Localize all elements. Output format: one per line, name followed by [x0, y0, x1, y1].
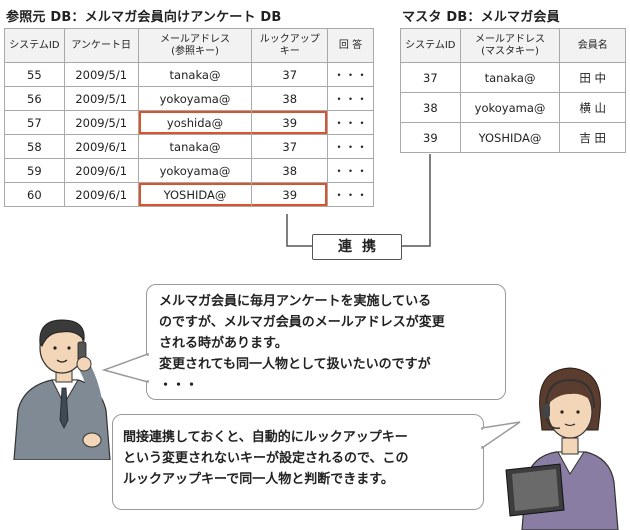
survey-cell: yokoyama@ [137, 86, 253, 111]
master-cell: tanaka@ [459, 62, 561, 93]
master-cell: 吉 田 [559, 122, 626, 153]
survey-cell: 2009/6/1 [63, 134, 139, 159]
survey-cell: ・・・ [327, 134, 374, 159]
bubble-question-line: される時があります。 [159, 336, 288, 351]
survey-cell: ・・・ [327, 182, 374, 207]
left-db-title: 参照元 DB：メルマガ会員向けアンケート DB [6, 10, 282, 25]
master-cell: 田 中 [559, 62, 626, 93]
master-cell: 37 [400, 62, 461, 93]
bubble-question-line: のですが、メルマガ会員のメールアドレスが変更 [159, 315, 445, 330]
survey-cell: ・・・ [327, 86, 374, 111]
survey-cell: 58 [4, 134, 65, 159]
survey-cell: 2009/5/1 [63, 110, 139, 135]
survey-cell: 2009/6/1 [63, 182, 139, 207]
master-header-cell: システムID [400, 28, 461, 63]
bubble-question: メルマガ会員に毎月アンケートを実施している のですが、メルマガ会員のメールアドレ… [146, 284, 506, 400]
survey-cell: 2009/5/1 [63, 62, 139, 87]
link-label: 連携 [312, 234, 402, 260]
survey-cell: 37 [251, 134, 329, 159]
survey-cell: 39 [251, 182, 329, 207]
bubble-answer-line: 間接連携しておくと、自動的にルックアップキー [123, 430, 408, 445]
survey-cell: tanaka@ [137, 62, 253, 87]
survey-cell: 2009/5/1 [63, 86, 139, 111]
survey-cell: 56 [4, 86, 65, 111]
master-header-cell: メールアドレス (マスタキー) [459, 28, 561, 63]
bubble-answer-line: ルックアップキーで同一人物と判断できます。 [123, 472, 394, 487]
master-cell: YOSHIDA@ [459, 122, 561, 153]
master-cell: yokoyama@ [459, 92, 561, 123]
businessman-on-phone-illustration [13, 319, 111, 460]
survey-cell: 57 [4, 110, 65, 135]
survey-header-cell: メールアドレス (参照キー) [137, 28, 253, 63]
right-db-title: マスタ DB：メルマガ会員 [402, 10, 560, 25]
survey-cell: tanaka@ [137, 134, 253, 159]
survey-header-cell: アンケート日 [63, 28, 139, 63]
survey-cell: 38 [251, 158, 329, 183]
bubble-question-line: 変更されても同一人物として扱いたいのですが [159, 357, 431, 372]
survey-cell: yokoyama@ [137, 158, 253, 183]
master-header-cell: 会員名 [559, 28, 626, 63]
operator-woman-headset-illustration [505, 367, 619, 530]
survey-cell: ・・・ [327, 62, 374, 87]
survey-cell: yoshida@ [137, 110, 253, 135]
survey-cell: YOSHIDA@ [137, 182, 253, 207]
master-cell: 39 [400, 122, 461, 153]
bubble-question-line: メルマガ会員に毎月アンケートを実施している [159, 294, 432, 309]
master-cell: 横 山 [559, 92, 626, 123]
bubble-answer-line: という変更されないキーが設定されるので、この [123, 451, 409, 466]
survey-header-cell: 回 答 [327, 28, 374, 63]
survey-cell: 2009/6/1 [63, 158, 139, 183]
bubble-answer: 間接連携しておくと、自動的にルックアップキー という変更されないキーが設定される… [112, 414, 484, 510]
bubble-question-line: ・・・ [159, 378, 199, 393]
survey-cell: 38 [251, 86, 329, 111]
survey-cell: 60 [4, 182, 65, 207]
survey-cell: 37 [251, 62, 329, 87]
